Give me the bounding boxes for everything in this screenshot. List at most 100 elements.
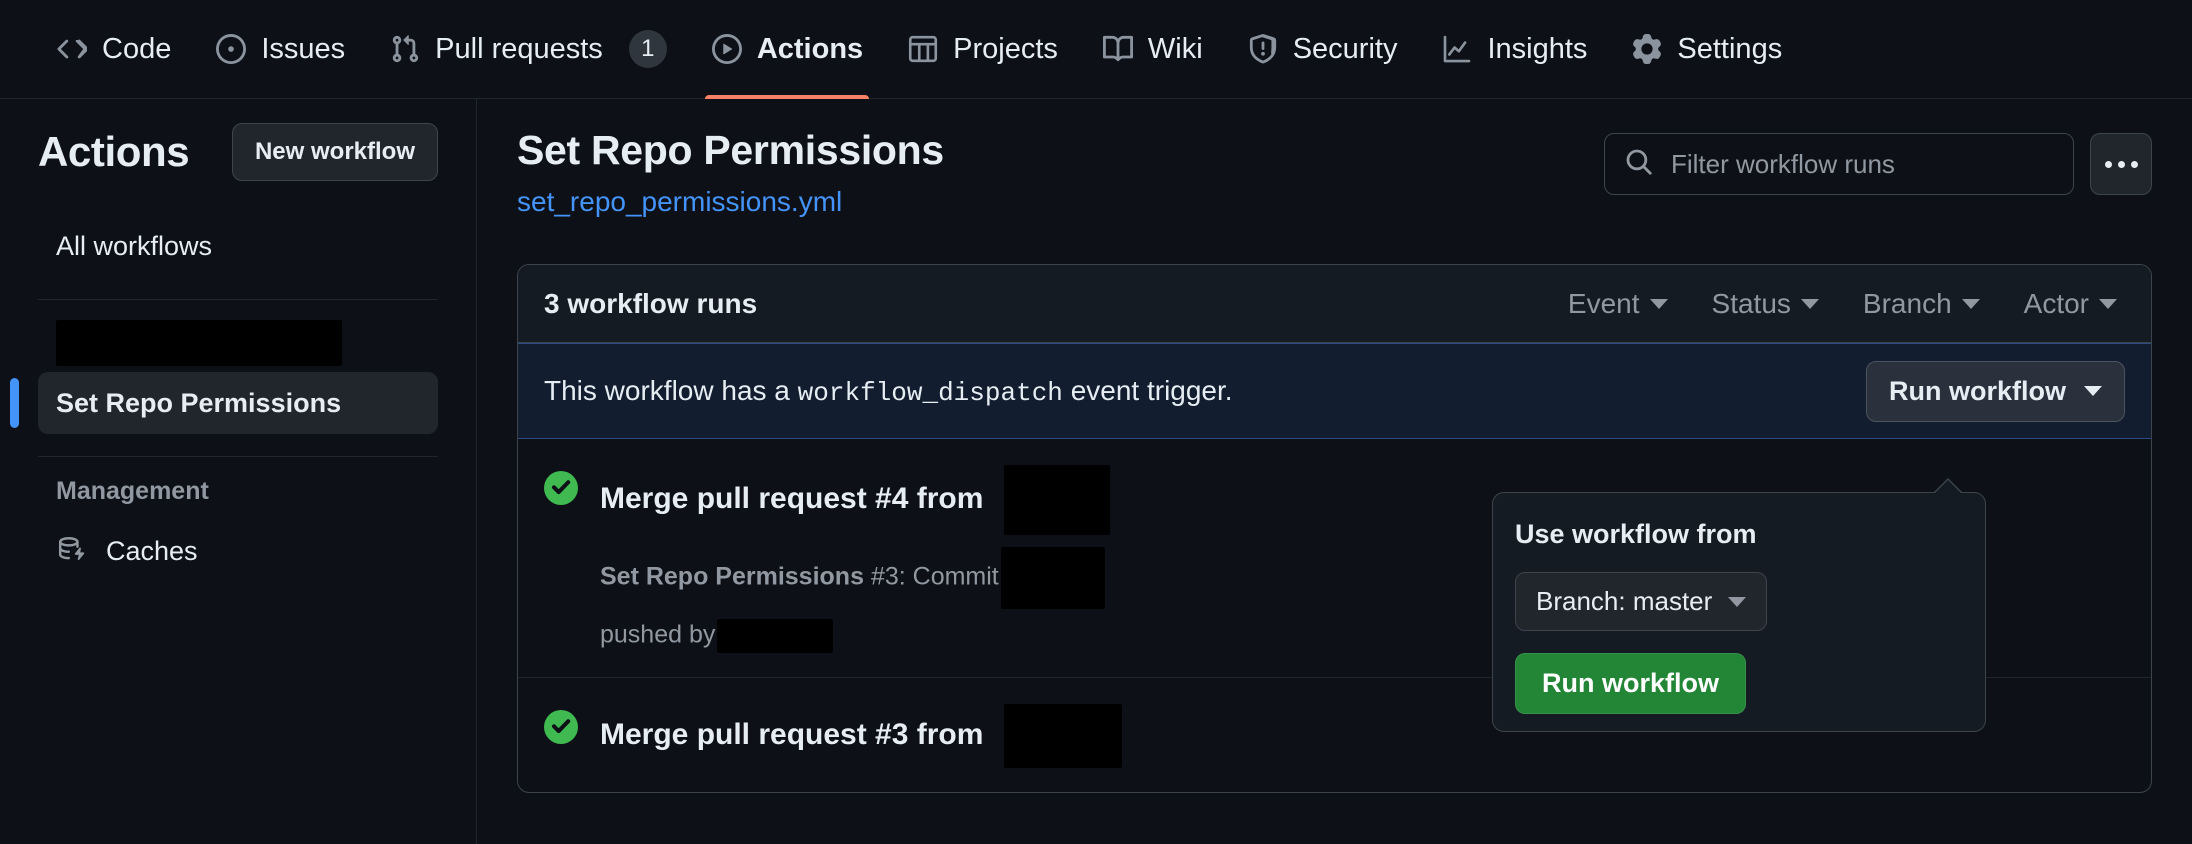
- play-circle-icon: [711, 33, 743, 65]
- kebab-dot: [2117, 160, 2125, 168]
- chevron-down-icon: [1800, 298, 1819, 309]
- sidebar-item-label: Set Repo Permissions: [56, 387, 342, 418]
- shield-icon: [1247, 33, 1279, 65]
- workflow-run-row[interactable]: Merge pull request #4 from Set Repo Perm…: [518, 439, 2151, 677]
- workflow-run-meta-trigger: : Commit: [898, 562, 999, 591]
- nav-label: Settings: [1677, 32, 1783, 65]
- nav-label: Security: [1292, 32, 1398, 65]
- workflow-run-body: Merge pull request #3 from: [600, 704, 1122, 769]
- cache-database-icon: [56, 535, 88, 567]
- sidebar-item-caches[interactable]: Caches: [38, 520, 438, 582]
- nav-item-pull-requests[interactable]: Pull requests 1: [367, 0, 689, 99]
- chevron-down-icon: [1961, 298, 1980, 309]
- sidebar-header: Actions New workflow: [38, 99, 438, 191]
- nav-item-wiki[interactable]: Wiki: [1080, 0, 1225, 99]
- nav-label: Insights: [1487, 32, 1588, 65]
- run-workflow-dropdown-button[interactable]: Run workflow: [1866, 360, 2125, 422]
- filter-branch[interactable]: Branch: [1863, 288, 1980, 320]
- workflow-run-title[interactable]: Merge pull request #3 from: [600, 704, 1122, 769]
- branch-select[interactable]: Branch: master: [1515, 572, 1768, 631]
- issue-opened-icon: [215, 33, 247, 65]
- dispatch-text-after: event trigger.: [1070, 374, 1233, 406]
- filter-event[interactable]: Event: [1568, 288, 1668, 320]
- sidebar-item-set-repo-permissions[interactable]: Set Repo Permissions: [10, 372, 438, 434]
- filter-label: Status: [1711, 287, 1791, 319]
- nav-item-projects[interactable]: Projects: [885, 0, 1080, 99]
- page-title: Actions: [38, 128, 190, 175]
- filter-label: Event: [1567, 287, 1640, 319]
- workflow-file-link[interactable]: set_repo_permissions.yml: [517, 186, 843, 218]
- kebab-dot: [2104, 160, 2112, 168]
- nav-item-code[interactable]: Code: [34, 0, 193, 99]
- nav-label: Issues: [261, 32, 346, 65]
- filter-actor[interactable]: Actor: [2024, 288, 2117, 320]
- use-workflow-from-label: Use workflow from: [1515, 519, 1757, 549]
- sidebar-section-management: Management: [56, 477, 209, 505]
- nav-label: Code: [102, 32, 172, 65]
- workflow-run-body: Merge pull request #4 from Set Repo Perm…: [600, 465, 1110, 654]
- chevron-down-icon: [1728, 596, 1747, 607]
- workflow-dispatch-banner: This workflow has a workflow_dispatch ev…: [518, 343, 2151, 440]
- workflow-runs-header: 3 workflow runs Event Status Branch: [518, 265, 2151, 344]
- nav-item-issues[interactable]: Issues: [193, 0, 367, 99]
- sidebar-item-redacted[interactable]: [56, 320, 342, 366]
- run-workflow-submit-button[interactable]: Run workflow: [1515, 653, 1746, 714]
- workflow-run-row[interactable]: Merge pull request #3 from: [518, 677, 2151, 792]
- actions-sidebar: Actions New workflow All workflows Set R…: [0, 99, 477, 844]
- table-icon: [907, 33, 939, 65]
- workflow-run-meta-workflow: Set Repo Permissions: [600, 562, 864, 591]
- workflow-run-title-redacted: [1003, 465, 1110, 536]
- filter-workflow-runs-search[interactable]: Filter workflow runs: [1604, 133, 2074, 195]
- pull-requests-count-badge: 1: [628, 30, 667, 68]
- gear-icon: [1631, 33, 1663, 65]
- run-workflow-dropdown-label: Run workflow: [1889, 375, 2066, 406]
- git-pull-request-icon: [389, 33, 421, 65]
- chevron-down-icon: [2099, 298, 2117, 309]
- nav-item-settings[interactable]: Settings: [1609, 0, 1804, 99]
- workflow-run-pushed-by: pushed by: [600, 619, 1110, 654]
- nav-item-security[interactable]: Security: [1225, 0, 1420, 99]
- dispatch-event-code: workflow_dispatch: [797, 377, 1063, 408]
- workflow-run-title-text: Merge pull request #4 from: [600, 482, 984, 516]
- code-icon: [56, 33, 88, 65]
- sidebar-item-all-workflows[interactable]: All workflows: [38, 215, 438, 277]
- success-check-icon: [544, 710, 578, 749]
- dispatch-text-before: This workflow has a: [544, 374, 790, 406]
- main-header: Set Repo Permissions set_repo_permission…: [517, 127, 2152, 218]
- sidebar-item-label: All workflows: [56, 230, 213, 261]
- new-workflow-button[interactable]: New workflow: [231, 123, 438, 181]
- success-check-icon: [544, 471, 578, 510]
- nav-label: Wiki: [1147, 32, 1203, 65]
- search-placeholder: Filter workflow runs: [1671, 148, 1895, 179]
- filter-label: Branch: [1862, 287, 1952, 319]
- workflow-runs-count: 3 workflow runs: [544, 287, 758, 319]
- filter-label: Actor: [2023, 287, 2089, 319]
- workflow-run-title-redacted: [1003, 704, 1122, 769]
- nav-label: Projects: [953, 32, 1058, 65]
- graph-icon: [1441, 33, 1473, 65]
- pushed-by-label: pushed by: [600, 620, 716, 649]
- nav-item-insights[interactable]: Insights: [1419, 0, 1609, 99]
- sidebar-divider-2: [38, 456, 438, 457]
- branch-select-label: Branch: master: [1536, 586, 1713, 616]
- workflow-run-title-text: Merge pull request #3 from: [600, 718, 984, 752]
- workflow-runs-filters: Event Status Branch Actor: [1568, 288, 2125, 320]
- chevron-down-icon: [1649, 298, 1668, 309]
- nav-item-actions[interactable]: Actions: [689, 0, 885, 99]
- kebab-dot: [2130, 160, 2138, 168]
- dispatch-banner-text: This workflow has a workflow_dispatch ev…: [544, 375, 1233, 408]
- filter-status[interactable]: Status: [1712, 288, 1819, 320]
- more-options-button[interactable]: [2090, 133, 2152, 195]
- repo-nav: Code Issues Pull requests 1 Actions: [0, 0, 2192, 99]
- sidebar-divider: [38, 299, 438, 300]
- main-content: Set Repo Permissions set_repo_permission…: [477, 99, 2192, 844]
- header-actions: Filter workflow runs: [1604, 133, 2152, 195]
- sidebar-workflow-list: All workflows Set Repo Permissions Manag…: [10, 215, 438, 582]
- run-workflow-popover: Use workflow from Branch: master Run wor…: [1492, 478, 1986, 732]
- workflow-run-title[interactable]: Merge pull request #4 from: [600, 465, 1110, 536]
- sidebar-item-label: Caches: [106, 535, 198, 566]
- search-icon: [1625, 148, 1653, 181]
- nav-label: Actions: [756, 32, 864, 65]
- nav-label: Pull requests: [435, 32, 603, 65]
